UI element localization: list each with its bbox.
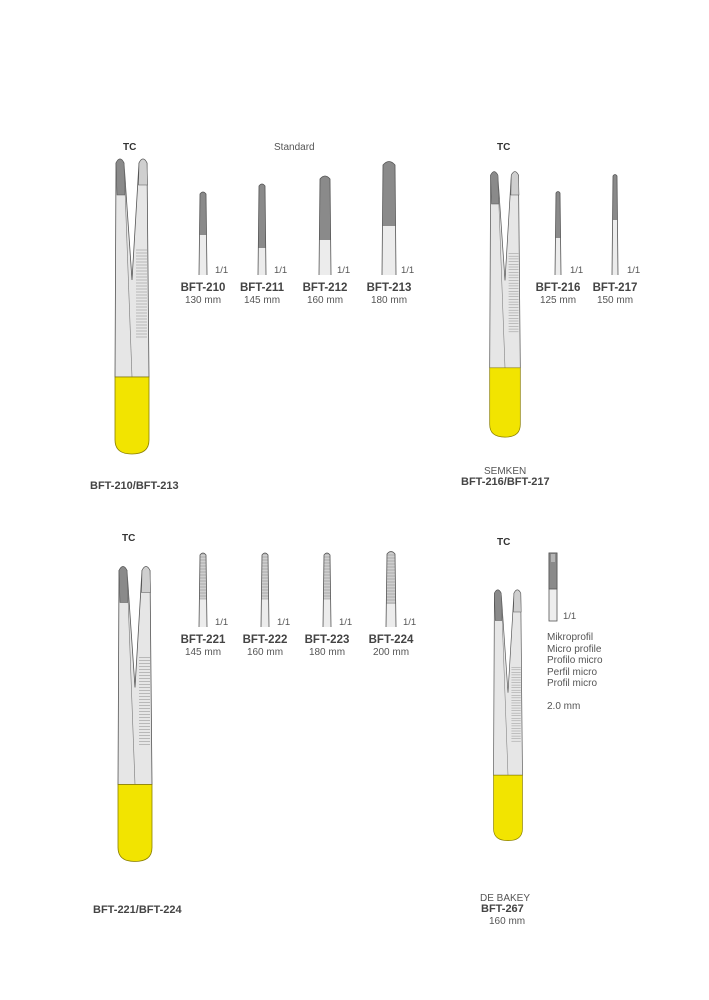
forceps-shape	[489, 171, 521, 438]
scale-label: 1/1	[277, 617, 291, 628]
tip-profile	[257, 183, 267, 276]
tip-profile	[322, 552, 332, 628]
scale-label: 1/1	[337, 265, 351, 276]
product-code: BFT-222	[242, 634, 288, 646]
profile-list: Mikroprofil Micro profile Profilo micro …	[547, 632, 603, 712]
tip-profile	[198, 552, 208, 628]
tip-detail	[548, 552, 558, 622]
tip-profile	[611, 174, 619, 276]
instrument-name: SEMKEN	[484, 466, 527, 477]
product-size: 160 mm	[246, 647, 284, 658]
profile-label: Profilo micro	[547, 655, 603, 666]
profile-width: 2.0 mm	[547, 700, 581, 712]
product-code: BFT-267	[481, 903, 524, 915]
section-title: BFT-216/BFT-217	[461, 476, 550, 488]
product-size: 180 mm	[308, 647, 346, 658]
forceps-illustration	[489, 171, 521, 438]
forceps-shape	[493, 589, 523, 841]
tc-label: TC	[497, 537, 511, 548]
product-code: BFT-210	[180, 282, 226, 294]
product-size: 200 mm	[372, 647, 410, 658]
product-code: BFT-224	[368, 634, 414, 646]
tip-profile	[381, 161, 397, 276]
forceps-shape	[114, 158, 150, 455]
forceps-illustration	[493, 589, 523, 841]
product-size: 130 mm	[184, 295, 222, 306]
tip-profile	[198, 191, 208, 276]
tc-label: TC	[123, 142, 137, 153]
scale-label: 1/1	[563, 611, 577, 622]
section-heading: Standard	[274, 142, 315, 153]
product-code: BFT-216	[535, 282, 581, 294]
scale-label: 1/1	[627, 265, 641, 276]
profile-label: Perfil micro	[547, 666, 598, 678]
product-size: 125 mm	[539, 295, 577, 306]
product-size: 150 mm	[596, 295, 634, 306]
product-code: BFT-212	[302, 282, 348, 294]
tc-label: TC	[122, 533, 136, 544]
product-size: 180 mm	[370, 295, 408, 306]
product-code: BFT-211	[239, 282, 285, 294]
forceps-illustration	[117, 566, 153, 862]
section-title: BFT-221/BFT-224	[93, 904, 182, 916]
profile-label: Micro profile	[547, 643, 602, 655]
product-size: 160 mm	[306, 295, 344, 306]
scale-label: 1/1	[274, 265, 288, 276]
profile-label: Mikroprofil	[547, 632, 594, 643]
instrument-name: DE BAKEY	[480, 893, 531, 904]
scale-label: 1/1	[215, 617, 229, 628]
tip-profile	[554, 191, 562, 276]
tc-label: TC	[497, 142, 511, 153]
product-size: 160 mm	[489, 916, 526, 927]
product-size: 145 mm	[184, 647, 222, 658]
tip-profile	[260, 552, 270, 628]
scale-label: 1/1	[570, 265, 584, 276]
tip-profile	[385, 551, 397, 628]
scale-label: 1/1	[339, 617, 353, 628]
tip-profile	[318, 175, 332, 276]
forceps-shape	[117, 566, 153, 862]
scale-label: 1/1	[401, 265, 415, 276]
forceps-illustration	[114, 158, 150, 455]
product-code: BFT-217	[592, 282, 638, 294]
profile-label: Profil micro	[547, 678, 598, 689]
product-code: BFT-223	[304, 634, 350, 646]
product-size: 145 mm	[243, 295, 281, 306]
product-code: BFT-221	[180, 634, 226, 646]
scale-label: 1/1	[215, 265, 229, 276]
scale-label: 1/1	[403, 617, 417, 628]
section-title: BFT-210/BFT-213	[90, 480, 179, 492]
product-code: BFT-213	[366, 282, 412, 294]
